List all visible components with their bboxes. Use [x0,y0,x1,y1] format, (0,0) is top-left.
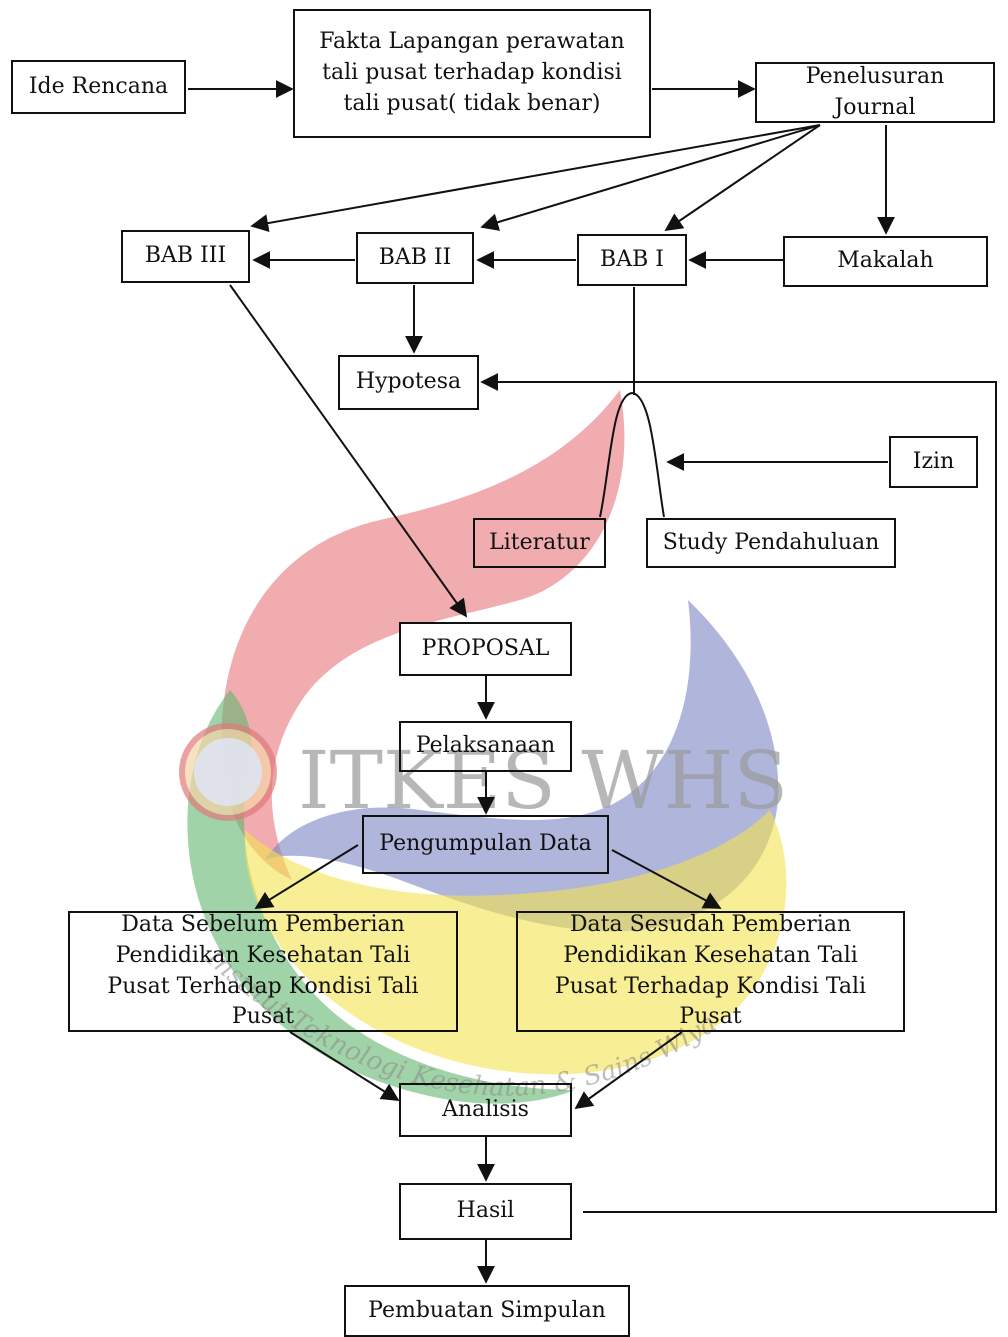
edge-literatur-study-curve [599,391,665,518]
edge-journal-to-bab3 [250,124,821,233]
node-penelusuran-journal-label: Penelusuran Journal [805,63,945,120]
node-bab-i: BAB I [577,234,687,286]
edge-sebelum-to-analisis [289,1031,400,1101]
node-bab-ii-label: BAB II [378,244,452,270]
edge-sesudah-to-analisis [574,1031,683,1110]
node-ide-rencana: Ide Rencana [11,60,186,114]
node-bab-ii: BAB II [356,232,474,284]
node-data-sesudah: Data Sesudah Pemberian Pendidikan Keseha… [516,911,905,1032]
node-izin: Izin [889,436,978,488]
watermark-yellow-swirl [244,810,787,1075]
node-bab-i-label: BAB I [600,246,664,272]
node-literatur-label: Literatur [489,529,590,555]
node-makalah-label: Makalah [837,248,934,274]
watermark-globe [194,738,262,806]
node-study-pendahuluan-label: Study Pendahuluan [662,529,880,555]
node-hasil: Hasil [399,1183,572,1240]
edge-pengumpulan-to-sesudah [611,849,722,909]
node-proposal: PROPOSAL [399,622,572,676]
node-pengumpulan-data-label: Pengumpulan Data [379,831,592,857]
node-bab-iii-label: BAB III [144,243,227,269]
node-data-sebelum: Data Sebelum Pemberian Pendidikan Keseha… [68,911,458,1032]
node-pelaksanaan-label: Pelaksanaan [415,733,556,759]
node-hypotesa-label: Hypotesa [355,369,462,395]
watermark-green-swirl [187,690,575,1104]
node-hypotesa: Hypotesa [338,355,479,410]
node-fakta-lapangan: Fakta Lapangan perawatan tali pusat terh… [293,9,651,138]
watermark-blue-swirl [265,600,779,932]
node-data-sebelum-label: Data Sebelum Pemberian Pendidikan Keseha… [107,911,419,1030]
node-literatur: Literatur [473,518,606,568]
node-pengumpulan-data: Pengumpulan Data [362,815,609,874]
watermark-logo-text: ITKES WHS [298,734,788,827]
node-penelusuran-journal: Penelusuran Journal [755,62,995,123]
node-proposal-label: PROPOSAL [421,635,550,661]
node-ide-rencana-label: Ide Rencana [28,73,169,99]
node-pelaksanaan: Pelaksanaan [399,721,572,772]
edge-journal-to-bab1 [664,124,821,232]
node-makalah: Makalah [783,236,988,287]
edge-hasil-to-hypotesa-feedback [480,373,997,1213]
edge-bab3-to-proposal [229,284,468,618]
node-study-pendahuluan: Study Pendahuluan [646,518,896,568]
node-pembuatan-simpulan-label: Pembuatan Simpulan [368,1297,606,1323]
edge-pengumpulan-to-sebelum [254,844,359,909]
node-pembuatan-simpulan: Pembuatan Simpulan [344,1285,630,1337]
node-analisis: Analisis [399,1083,572,1137]
node-hasil-label: Hasil [456,1198,515,1224]
node-fakta-lapangan-label: Fakta Lapangan perawatan tali pusat terh… [319,29,625,116]
edge-journal-to-bab2 [480,124,821,231]
node-analisis-label: Analisis [442,1096,529,1122]
watermark-red-swirl [221,390,625,880]
node-data-sesudah-label: Data Sesudah Pemberian Pendidikan Keseha… [554,911,867,1030]
node-izin-label: Izin [912,448,955,474]
node-bab-iii: BAB III [121,230,250,283]
